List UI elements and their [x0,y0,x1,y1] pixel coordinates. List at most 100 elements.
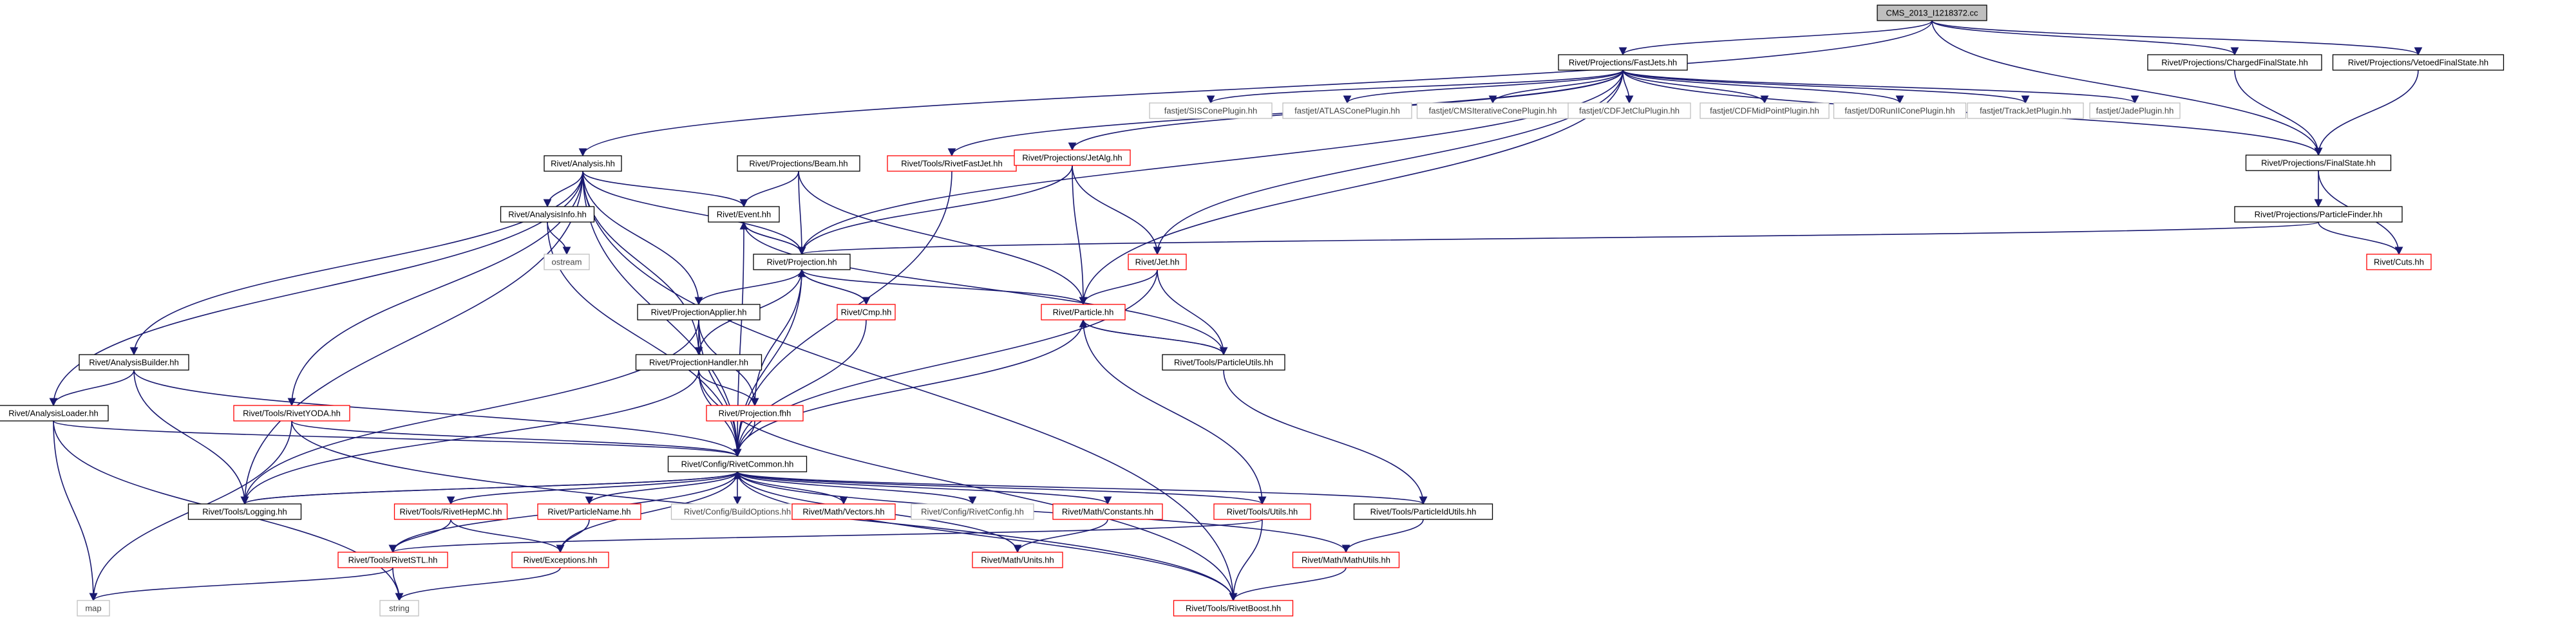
node-label: fastjet/D0RunIIConePlugin.hh [1844,106,1955,116]
node-box [187,503,302,520]
graph-node-string[interactable]: string [379,600,419,617]
node-box [77,600,110,617]
graph-node-siscone[interactable]: fastjet/SISConePlugin.hh [1149,102,1273,119]
dependency-edge [1229,519,1263,602]
graph-node-rivetconfig[interactable]: Rivet/Config/RivetConfig.hh [911,503,1034,520]
graph-node-cmp[interactable]: Rivet/Cmp.hh [837,304,896,321]
graph-node-analysis[interactable]: Rivet/Analysis.hh [544,155,622,172]
graph-node-projectionfhh[interactable]: Rivet/Projection.fhh [706,405,804,422]
graph-node-cdfmid[interactable]: fastjet/CDFMidPointPlugin.hh [1700,102,1830,119]
graph-node-ostream[interactable]: ostream [544,254,590,270]
graph-node-constants[interactable]: Rivet/Math/Constants.hh [1052,503,1163,520]
graph-node-utils[interactable]: Rivet/Tools/Utils.hh [1213,503,1311,520]
dependency-edge [733,319,867,458]
graph-node-particleutils[interactable]: Rivet/Tools/ParticleUtils.hh [1162,354,1285,371]
graph-node-particlename[interactable]: Rivet/ParticleName.hh [537,503,641,520]
dependency-edge [53,420,98,602]
dependency-edge [797,165,1073,256]
graph-node-analysisinfo[interactable]: Rivet/AnalysisInfo.hh [500,206,595,223]
graph-node-analysisloader[interactable]: Rivet/AnalysisLoader.hh [0,405,109,422]
node-box [753,254,851,270]
node-box [1149,102,1273,119]
dependency-edge [389,519,1263,553]
graph-node-particleidutils[interactable]: Rivet/Tools/ParticleIdUtils.hh [1353,503,1493,520]
node-box [2234,206,2403,223]
graph-node-projhandler[interactable]: Rivet/ProjectionHandler.hh [635,354,762,371]
dependency-edge [798,171,1088,306]
graph-node-jetalg[interactable]: Rivet/Projections/JetAlg.hh [1014,149,1131,166]
node-box [635,354,762,371]
graph-node-beam[interactable]: Rivet/Projections/Beam.hh [737,155,860,172]
graph-node-rivetcommon[interactable]: Rivet/Config/RivetCommon.hh [667,456,808,472]
node-label: Rivet/Particle.hh [1053,308,1114,317]
node-box [2147,54,2322,71]
node-label: fastjet/CMSIterativeConePlugin.hh [1429,106,1557,116]
graph-node-buildoptions[interactable]: Rivet/Config/BuildOptions.hh [670,503,804,520]
graph-node-trackjet[interactable]: fastjet/TrackJetPlugin.hh [1967,102,2084,119]
node-label: fastjet/SISConePlugin.hh [1164,106,1258,116]
dependency-edge [556,471,738,553]
node-label: Rivet/Tools/RivetHepMC.hh [400,507,502,517]
graph-node-rivetboost[interactable]: Rivet/Tools/RivetBoost.hh [1173,600,1294,617]
dependency-edge [49,369,135,407]
graph-node-vetoedfs[interactable]: Rivet/Projections/VetoedFinalState.hh [2332,54,2505,71]
graph-node-event[interactable]: Rivet/Event.hh [708,206,780,223]
graph-node-cmscone[interactable]: fastjet/CMSIterativeConePlugin.hh [1416,102,1569,119]
node-label: Rivet/ProjectionHandler.hh [649,358,748,367]
node-label: Rivet/Tools/RivetYODA.hh [243,409,341,418]
dependency-edge [585,471,738,505]
graph-node-finalstate[interactable]: Rivet/Projections/FinalState.hh [2245,154,2392,171]
graph-node-jade[interactable]: fastjet/JadePlugin.hh [2089,102,2181,119]
graph-node-logging[interactable]: Rivet/Tools/Logging.hh [187,503,302,520]
node-box [667,456,808,472]
graph-node-rivethepmc[interactable]: Rivet/Tools/RivetHepMC.hh [393,503,508,520]
dependency-edge [739,171,799,208]
graph-node-particlefinder[interactable]: Rivet/Projections/ParticleFinder.hh [2234,206,2403,223]
graph-node-projapplier[interactable]: Rivet/ProjectionApplier.hh [637,304,761,321]
node-label: Rivet/ProjectionApplier.hh [651,308,747,317]
graph-node-atlascone[interactable]: fastjet/ATLASConePlugin.hh [1282,102,1412,119]
node-label: Rivet/Projection.fhh [719,409,791,418]
graph-node-mathunits[interactable]: Rivet/Math/Units.hh [972,552,1063,568]
node-box [537,503,641,520]
graph-node-analysisbuilder[interactable]: Rivet/AnalysisBuilder.hh [79,354,189,371]
graph-node-vectors[interactable]: Rivet/Math/Vectors.hh [791,503,896,520]
graph-node-d0run[interactable]: fastjet/D0RunIIConePlugin.hh [1833,102,1967,119]
node-label: Rivet/Tools/RivetSTL.hh [348,555,438,565]
node-label: Rivet/AnalysisBuilder.hh [89,358,178,367]
graph-node-rivetfastjet[interactable]: Rivet/Tools/RivetFastJet.hh [887,155,1017,172]
node-label: Rivet/Jet.hh [1135,257,1180,267]
dependency-edge [582,171,806,256]
node-box [79,354,189,371]
node-box [1967,102,2084,119]
graph-node-jet[interactable]: Rivet/Jet.hh [1128,254,1187,270]
node-label: Rivet/AnalysisLoader.hh [8,409,98,418]
graph-node-mathutils[interactable]: Rivet/Math/MathUtils.hh [1292,552,1400,568]
graph-node-chargedfs[interactable]: Rivet/Projections/ChargedFinalState.hh [2147,54,2322,71]
dependency-edge [582,171,703,356]
dependency-edge [53,420,741,458]
graph-node-rivetstl[interactable]: Rivet/Tools/RivetSTL.hh [337,552,448,568]
node-label: Rivet/Config/RivetConfig.hh [921,507,1024,517]
graph-node-rivetyoda[interactable]: Rivet/Tools/RivetYODA.hh [233,405,350,422]
dependency-edge [801,269,1088,306]
dependency-edge [798,221,2319,256]
graph-node-particle[interactable]: Rivet/Particle.hh [1041,304,1126,321]
graph-node-cdfjetclu[interactable]: fastjet/CDFJetCluPlugin.hh [1567,102,1691,119]
dependency-edge [797,171,806,256]
node-label: ostream [552,257,582,267]
graph-node-map[interactable]: map [77,600,110,617]
graph-node-fastjets[interactable]: Rivet/Projections/FastJets.hh [1558,54,1688,71]
graph-node-projection[interactable]: Rivet/Projection.hh [753,254,851,270]
node-label: fastjet/ATLASConePlugin.hh [1294,106,1400,116]
dependency-edge [737,471,1112,505]
dependency-edge [1488,70,1624,104]
node-label: Rivet/Tools/RivetFastJet.hh [901,159,1003,169]
node-box [706,405,804,422]
dependency-edge [1072,165,1088,306]
node-box [2332,54,2505,71]
graph-node-exceptions[interactable]: Rivet/Exceptions.hh [511,552,609,568]
node-box [1877,5,1987,21]
dependency-edge [750,269,802,407]
graph-node-cuts[interactable]: Rivet/Cuts.hh [2366,254,2432,270]
